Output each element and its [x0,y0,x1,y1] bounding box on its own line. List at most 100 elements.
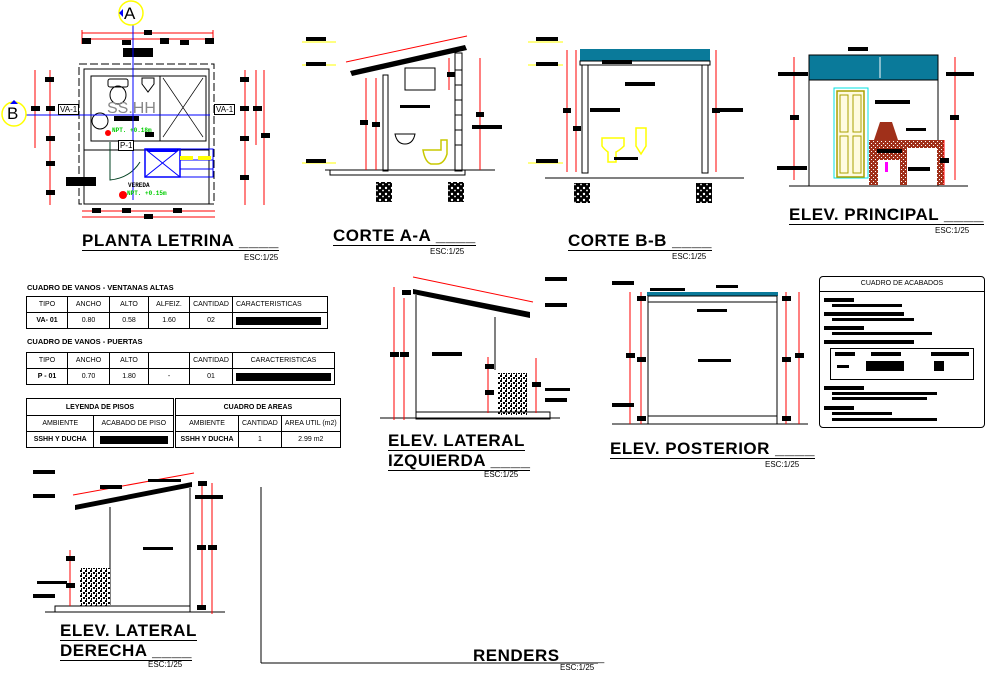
room-label: SS.HH [107,100,156,117]
header-cell [148,352,190,369]
title-corte-a: CORTE A-A ____ [333,226,476,246]
level-label-1: NPT. +0.18m [112,127,152,134]
title-elev-lat-der-2: DERECHA ____ [60,641,192,661]
wall-left-b [581,64,589,174]
cell: 0.58 [109,312,149,329]
scale-elev-posterior: ESC:1/25 [765,460,800,469]
door-frame [833,87,869,179]
cell: 2.99 m2 [280,431,341,448]
rear-wall [647,301,778,425]
title-elev-lat-der-1: ELEV. LATERAL [60,621,197,641]
cell: 1.80 [109,368,149,385]
scale-corte-b: ESC:1/25 [672,252,707,261]
acabados-redacted-content [820,292,984,426]
header-cell: AMBIENTE [25,415,95,432]
redacted-cell [93,431,174,448]
table-header-row: TIPO ANCHO ALTO CANTIDAD CARACTERISTICAS [26,352,335,369]
cell: 01 [189,368,233,385]
header-cell: ANCHO [67,352,110,369]
scale-renders: ESC:1/25 [560,663,595,672]
table-row: SSHH Y DUCHA 1 2.99 m2 [175,431,341,448]
scale-planta: ESC:1/25 [244,253,279,262]
footing-b-left [574,183,590,203]
level-label-2: NPT. +0.15m [127,190,167,197]
cell: 02 [189,312,233,329]
header-cell: TIPO [26,352,68,369]
door-tag: P-1 [118,140,135,151]
table-header-row: AMBIENTE CANTIDAD AREA UTIL (m2) [175,415,341,432]
scale-elev-principal: ESC:1/25 [935,226,970,235]
title-renders: RENDERS ____ [473,646,605,665]
wall-left-a [382,74,389,172]
window-tag-right: VA-1 [214,104,236,115]
acabados-box: CUADRO DE ACABADOS [819,276,985,428]
header-cell: CARACTERISTICAS [232,296,328,313]
puertas-table: TIPO ANCHO ALTO CANTIDAD CARACTERISTICAS… [26,352,335,385]
roof-rear [647,292,778,296]
header-cell: CANTIDAD [189,296,233,313]
toilet-b [601,137,625,163]
toilet-a [422,139,448,165]
plan-urinal [141,77,155,93]
wash-basin-right [80,568,110,606]
cell: 0.70 [67,368,110,385]
front-elevation-view [777,47,974,187]
cell: - [148,368,190,385]
title-elev-lat-izq-2: IZQUIERDA ____ [388,451,531,471]
renders-frame [260,487,598,664]
header-cell: CANTIDAD [189,352,233,369]
table-header-row: AMBIENTE ACABADO DE PISO [25,415,174,432]
vereda-label: VEREDA [128,182,150,189]
table-row: SSHH Y DUCHA [25,431,174,448]
title-elev-lat-izq-1: ELEV. LATERAL [388,431,525,451]
title-elev-posterior: ELEV. POSTERIOR ____ [610,439,815,459]
table-row: VA- 01 0.80 0.58 1.60 02 [26,312,328,329]
table-row: P - 01 0.70 1.80 - 01 [26,368,335,385]
left-elevation-view [380,276,570,420]
plan-dimension-tags [31,30,270,219]
title-elev-principal: ELEV. PRINCIPAL ____ [789,205,984,225]
scale-elev-lat-izq: ESC:1/25 [484,470,519,479]
redacted-cell [232,368,335,385]
pisos-caption: LEYENDA DE PISOS [26,398,174,416]
cell: 0.80 [67,312,110,329]
roof-a [350,45,467,76]
ventanas-caption: CUADRO DE VANOS - VENTANAS ALTAS [27,283,174,292]
section-b-label: B [7,104,19,123]
table-header-row: TIPO ANCHO ALTO ALFEIZ. CANTIDAD CARACTE… [26,296,328,313]
header-cell: ALFEIZ. [148,296,190,313]
header-cell: ACABADO DE PISO [93,415,174,432]
header-cell: AMBIENTE [175,415,239,432]
roof-b [580,49,710,61]
header-cell: ALTO [109,296,149,313]
title-planta: PLANTA LETRINA ____ [82,231,279,251]
rear-elevation-view [612,281,808,425]
wall-right-a [454,52,463,172]
right-elevation-view [33,470,225,614]
puertas-caption: CUADRO DE VANOS - PUERTAS [27,337,143,346]
roof-right-elev [75,482,192,510]
front-door [836,90,865,178]
footing-b-right [696,183,712,203]
cell: P - 01 [26,368,68,385]
roof-front [808,54,939,81]
level-markers-b [528,37,563,164]
window-tag-left: VA-1 [58,104,80,115]
plan-door-swing [109,142,141,181]
cell: SSHH Y DUCHA [25,431,95,448]
pisos-table: LEYENDA DE PISOS AMBIENTE ACABADO DE PIS… [25,398,174,448]
section-b-b-view [528,37,744,203]
plan-view [1,0,270,219]
cell: SSHH Y DUCHA [175,431,239,448]
scale-corte-a: ESC:1/25 [430,247,465,256]
scale-elev-lat-der: ESC:1/25 [148,660,183,669]
title-corte-b: CORTE B-B ____ [568,231,712,251]
level-markers-a [302,37,336,164]
section-a-a-view [302,35,502,202]
header-cell: CANTIDAD [238,415,282,432]
header-cell: ALTO [109,352,149,369]
redacted-cell [232,312,328,329]
cell: VA- 01 [26,312,68,329]
wash-basin-left [497,373,527,415]
